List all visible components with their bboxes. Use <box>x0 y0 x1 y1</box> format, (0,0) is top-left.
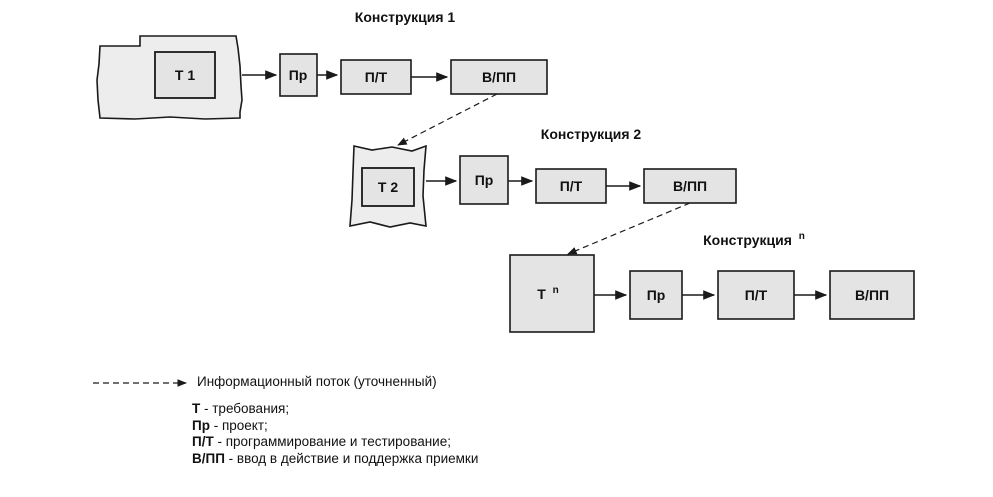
design-1-label: Пр <box>289 67 308 83</box>
requirements-n-box <box>509 254 595 333</box>
deployment-1-label: В/ПП <box>482 69 516 85</box>
requirements-1-label: Т 1 <box>175 67 195 83</box>
design-n-label: Пр <box>647 287 666 303</box>
deployment-1-box <box>450 59 548 95</box>
legend-item: Т - требования; <box>192 401 478 418</box>
programming-testing-n-label: П/Т <box>745 287 768 303</box>
legend-item: В/ПП - ввод в действие и поддержка прием… <box>192 451 478 468</box>
construction-2: Конструкция 2 Т 2 Пр П/Т В/ПП <box>349 126 737 228</box>
legend-info-flow-label: Информационный поток (уточненный) <box>197 374 437 389</box>
construction-2-title: Конструкция 2 <box>541 126 642 142</box>
requirements-1-box <box>154 51 216 99</box>
legend-abbr: В/ПП <box>192 450 225 466</box>
programming-testing-1-box <box>340 59 412 95</box>
legend-desc: - требования; <box>200 401 290 416</box>
legend-abbr: Т <box>192 401 201 416</box>
requirements-2-label: Т 2 <box>378 179 398 195</box>
requirements-n-label-text: Т <box>537 286 546 302</box>
programming-testing-n-box <box>717 270 795 320</box>
info-flow-arrow-1 <box>397 93 498 146</box>
programming-testing-1-label: П/Т <box>365 69 388 85</box>
requirements-n-label-sup: n <box>553 285 559 296</box>
construction-1-title: Конструкция 1 <box>355 9 456 25</box>
construction-n-title: Конструкция n <box>703 231 805 248</box>
legend-abbr: П/Т <box>192 434 214 449</box>
legend-desc: - проект; <box>209 417 268 433</box>
deployment-2-label: В/ПП <box>673 178 707 194</box>
construction-n: Конструкция n Т n Пр П/Т В/ПП <box>509 231 915 333</box>
deployment-n-box <box>829 270 915 320</box>
construction-n-title-sup: n <box>799 231 805 242</box>
legend-abbr: Пр <box>192 417 210 433</box>
legend-item: П/Т - программирование и тестирование; <box>192 434 478 451</box>
deployment-n-label: В/ПП <box>855 287 889 303</box>
legend-desc: - программирование и тестирование; <box>213 434 451 449</box>
legend-desc: - ввод в действие и поддержка приемки <box>224 450 479 466</box>
design-1-box <box>279 53 318 97</box>
programming-testing-2-label: П/Т <box>560 178 583 194</box>
requirements-n-label: Т n <box>537 285 559 302</box>
construction-n-title-text: Конструкция <box>703 232 792 248</box>
design-2-label: Пр <box>475 172 494 188</box>
legend-item: Пр - проект; <box>192 418 478 435</box>
legend-abbreviations: Т - требования; Пр - проект; П/Т - прогр… <box>192 401 478 467</box>
programming-testing-2-box <box>535 168 607 204</box>
requirements-2-box <box>361 167 415 207</box>
construction-1: Конструкция 1 Т 1 Пр П/Т В/ПП <box>96 9 548 120</box>
design-n-box <box>629 270 683 320</box>
design-2-box <box>459 155 509 205</box>
info-flow-arrow-2 <box>567 202 691 255</box>
